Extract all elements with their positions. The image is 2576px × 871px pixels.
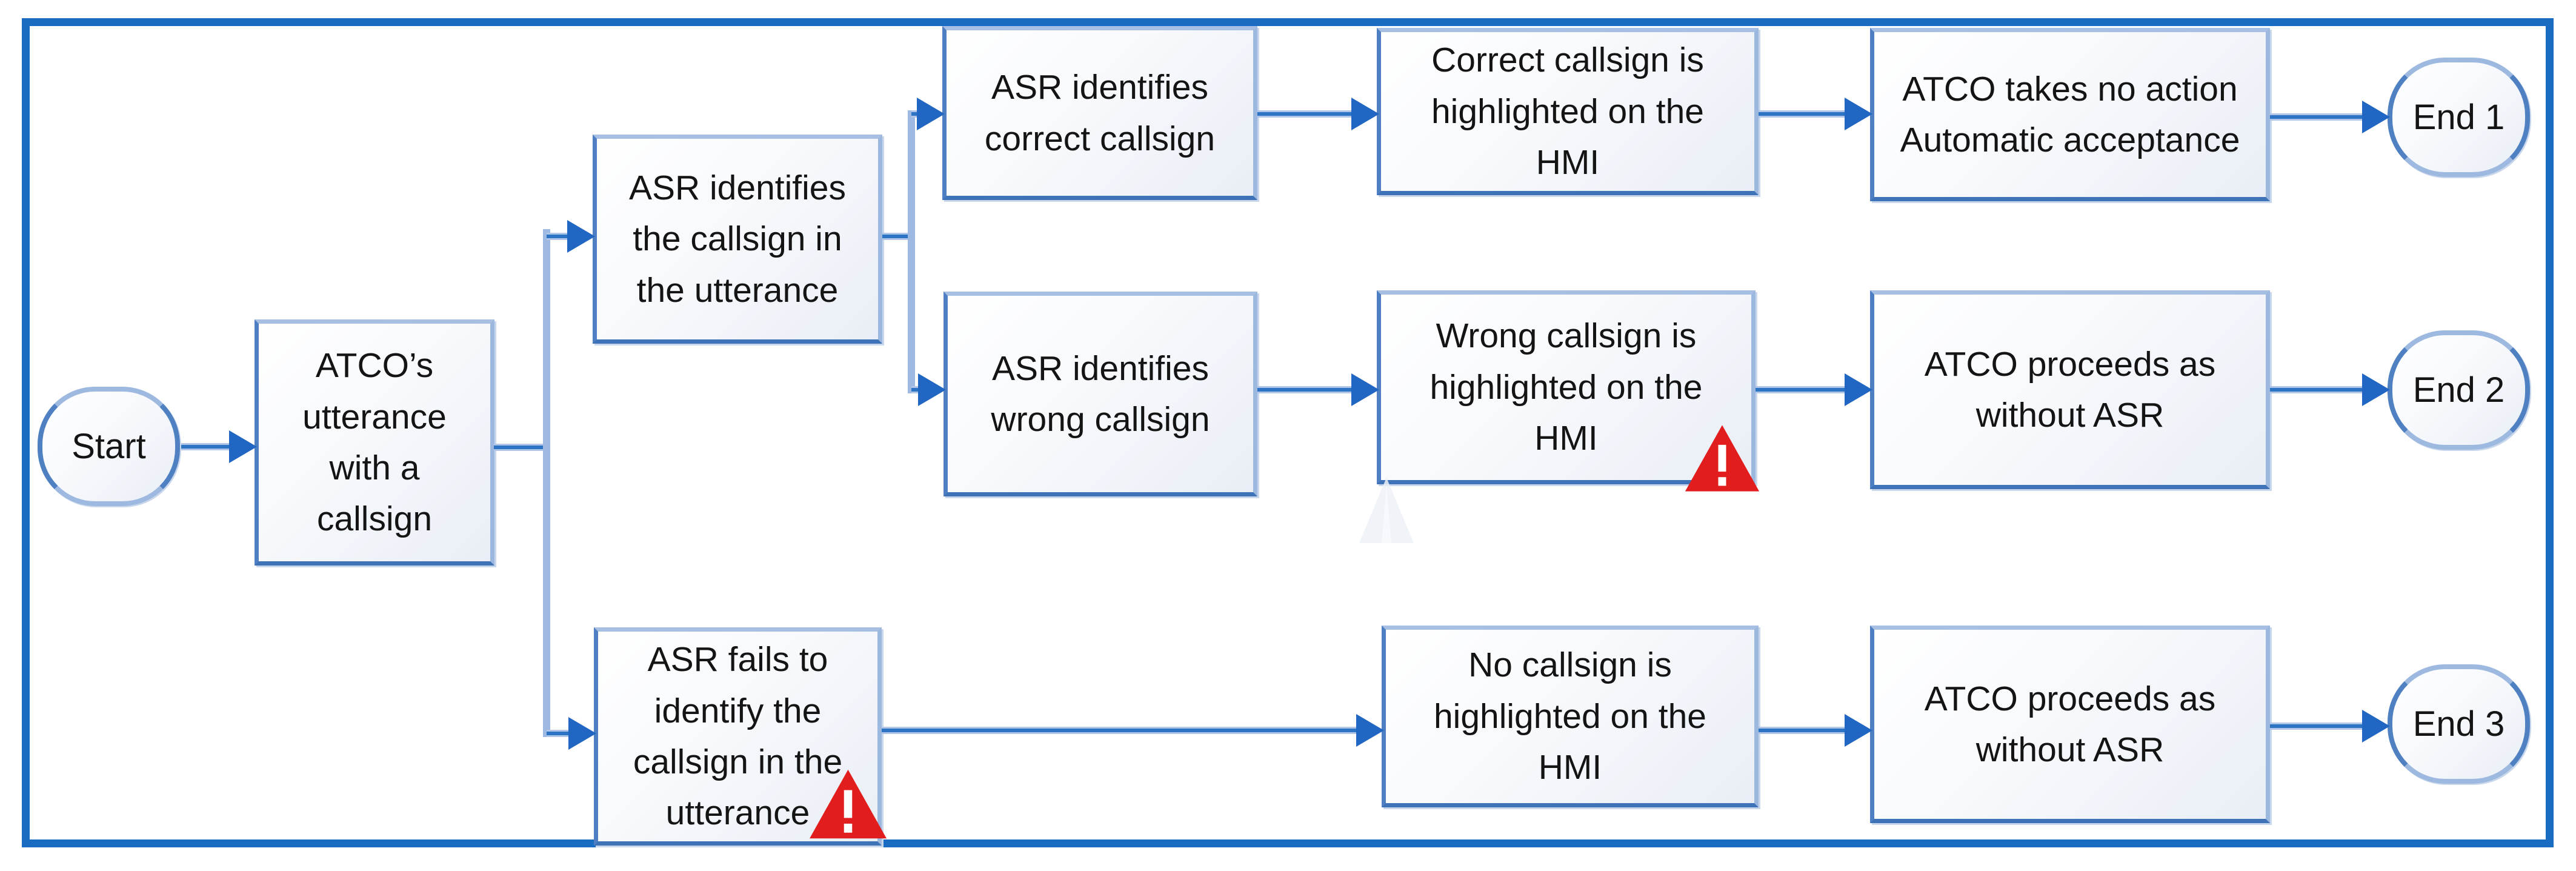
connector-atco-branch-stub xyxy=(494,444,550,451)
node-label: ASR identifies correct callsign xyxy=(984,68,1216,158)
arrowhead-icon xyxy=(2362,710,2390,743)
node-label: ATCO’s utterance with a callsign xyxy=(302,346,447,539)
node-no-callsign-hmi: No callsign is highlighted on the HMI xyxy=(1382,626,1759,807)
node-atco-without-asr-2: ATCO proceeds as without ASR xyxy=(1870,290,2270,489)
node-label: End 1 xyxy=(2412,98,2505,137)
arrowhead-icon xyxy=(917,98,945,130)
connector-hmi-to-without-asr-2 xyxy=(1756,373,1872,406)
node-asr-identifies-callsign: ASR identifies the callsign in the utter… xyxy=(593,135,882,344)
arrowhead-icon xyxy=(567,220,595,253)
connector-branch-to-asr-wrong xyxy=(911,373,946,406)
arrowhead-icon xyxy=(1845,373,1872,406)
connector-without-asr-3-to-end3 xyxy=(2270,710,2390,743)
connector-no-action-to-end1 xyxy=(2270,101,2390,133)
node-asr-wrong-callsign: ASR identifies wrong callsign xyxy=(944,292,1257,496)
node-label: ASR identifies wrong callsign xyxy=(991,349,1210,439)
node-atco-utterance: ATCO’s utterance with a callsign xyxy=(255,319,494,566)
node-end-3: End 3 xyxy=(2388,664,2530,784)
connector-hmi-to-no-action xyxy=(1759,98,1872,130)
node-end-1: End 1 xyxy=(2388,58,2530,177)
connector-fails-to-no-callsign xyxy=(882,714,1384,747)
arrowhead-icon xyxy=(568,717,596,750)
node-label: Correct callsign is highlighted on the H… xyxy=(1431,41,1705,182)
node-end-2: End 2 xyxy=(2388,330,2530,450)
node-label: ATCO proceeds as without ASR xyxy=(1924,679,2216,769)
connector-asr-identifies-stub xyxy=(882,233,913,240)
arrowhead-icon xyxy=(2362,101,2390,133)
arrowhead-icon xyxy=(1845,714,1872,747)
node-label: End 3 xyxy=(2412,704,2505,744)
node-correct-callsign-hmi: Correct callsign is highlighted on the H… xyxy=(1377,28,1759,195)
node-asr-fails-identify: ASR fails to identify the callsign in th… xyxy=(594,627,887,846)
node-label: Wrong callsign is highlighted on the HMI xyxy=(1429,316,1703,458)
connector-no-callsign-to-without-asr-3 xyxy=(1759,714,1872,747)
connector-branch-to-asr-fails xyxy=(547,717,596,750)
connector-start-to-atco xyxy=(181,430,257,463)
node-atco-no-action: ATCO takes no action Automatic acceptanc… xyxy=(1870,28,2270,201)
arrowhead-icon xyxy=(1356,714,1384,747)
connector-branch-to-asr-correct xyxy=(911,98,945,130)
node-start: Start xyxy=(38,387,180,506)
node-label: ATCO proceeds as without ASR xyxy=(1924,344,2216,435)
arrowhead-icon xyxy=(2362,373,2390,406)
node-label: End 2 xyxy=(2412,370,2505,410)
arrowhead-icon xyxy=(229,430,257,463)
node-atco-without-asr-3: ATCO proceeds as without ASR xyxy=(1870,626,2270,823)
connector-branch-to-asr-identifies xyxy=(547,220,595,253)
connector-without-asr-2-to-end2 xyxy=(2270,373,2390,406)
connector-correct-to-hmi xyxy=(1257,98,1379,130)
node-label: Start xyxy=(72,427,146,466)
node-label: ASR fails to identify the callsign in th… xyxy=(633,640,843,833)
node-label: No callsign is highlighted on the HMI xyxy=(1433,646,1707,787)
warning-triangle-icon xyxy=(1683,422,1762,494)
node-label: ATCO takes no action Automatic acceptanc… xyxy=(1900,69,2240,159)
node-asr-correct-callsign: ASR identifies correct callsign xyxy=(942,26,1257,200)
connector-branch-vertical-2 xyxy=(908,110,915,393)
arrowhead-icon xyxy=(1845,98,1872,130)
arrowhead-icon xyxy=(1351,98,1379,130)
warning-triangle-icon xyxy=(807,766,889,842)
node-label: ASR identifies the callsign in the utter… xyxy=(628,168,846,310)
ghost-artifact xyxy=(1356,478,1417,546)
arrowhead-icon xyxy=(1351,373,1379,406)
connector-wrong-to-hmi xyxy=(1257,373,1379,406)
arrowhead-icon xyxy=(918,373,946,406)
node-wrong-callsign-hmi: Wrong callsign is highlighted on the HMI xyxy=(1377,290,1760,492)
connector-branch-vertical-1 xyxy=(543,229,550,737)
